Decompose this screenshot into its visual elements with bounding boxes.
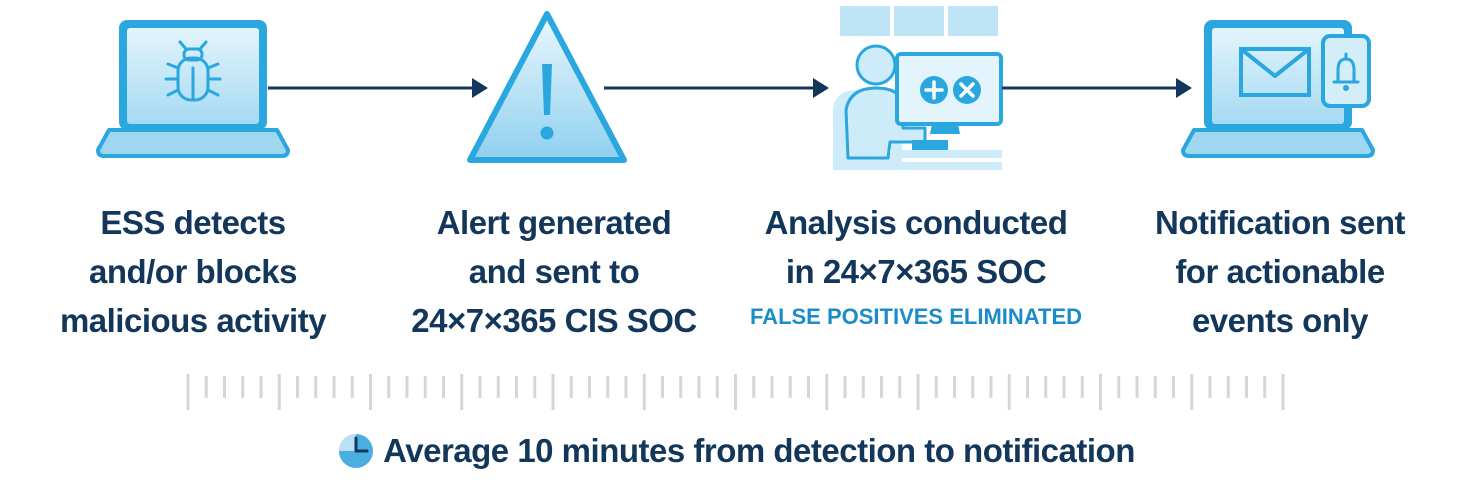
laptop-bug-icon (96, 20, 290, 158)
step-2-caption: Alert generated and sent to 24×7×365 CIS… (384, 198, 724, 345)
step-2-line-3: 24×7×365 CIS SOC (411, 302, 697, 339)
phone-bell-icon (1321, 34, 1371, 108)
arrow-3 (1002, 78, 1192, 98)
footer-text: Average 10 minutes from detection to not… (383, 432, 1135, 469)
clock-icon (339, 434, 374, 468)
false-positives-note: FALSE POSITIVES ELIMINATED (749, 304, 1083, 329)
step-3-caption: Analysis conducted in 24×7×365 SOC FALSE… (746, 198, 1086, 332)
timeline-ruler (186, 374, 1285, 410)
footer: Average 10 minutes from detection to not… (0, 432, 1472, 478)
step-1-line-1: ESS detects (100, 204, 286, 241)
envelope-icon (1239, 47, 1311, 97)
step-4-caption: Notification sent for actionable events … (1110, 198, 1450, 345)
step-3-line-2: in 24×7×365 SOC (785, 253, 1047, 290)
laptop-mail-notification-icon (1181, 20, 1375, 158)
step-2-line-2: and sent to (468, 253, 640, 290)
bug-icon (164, 40, 222, 102)
step-3-line-1: Analysis conducted (764, 204, 1068, 241)
step-2-line-1: Alert generated (436, 204, 672, 241)
warning-triangle-icon (467, 11, 627, 163)
step-4-line-2: for actionable (1175, 253, 1385, 290)
step-1-line-2: and/or blocks (88, 253, 298, 290)
arrow-1 (268, 78, 488, 98)
step-4-line-3: events only (1191, 302, 1369, 339)
step-1-caption: ESS detects and/or blocks malicious acti… (23, 198, 363, 345)
analyst-workstation-icon (833, 6, 1003, 170)
arrow-2 (604, 78, 829, 98)
step-1-line-3: malicious activity (59, 302, 327, 339)
step-4-line-1: Notification sent (1154, 204, 1406, 241)
